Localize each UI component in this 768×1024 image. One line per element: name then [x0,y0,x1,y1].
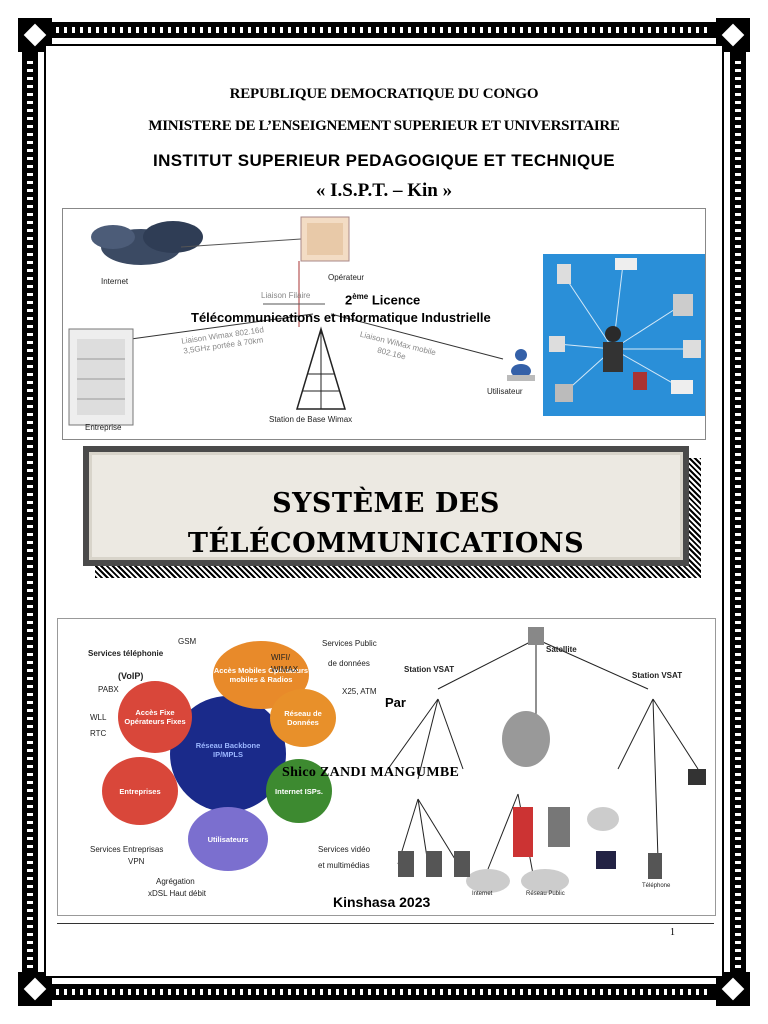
by-label: Par [385,695,406,710]
x25-atm-label: X25, ATM [342,687,377,696]
internet-cloud-icon [91,221,203,265]
data-services-label: de données [328,659,370,668]
phone-icons [398,851,662,879]
wired-link-label: Liaison Filaire [261,291,311,300]
user-icon [507,349,535,381]
border-pattern-bottom [56,989,712,995]
ministry-heading: MINISTERE DE L’ENSEIGNEMENT SUPERIEUR ET… [148,118,620,134]
course-title-box: SYSTÈME DES TÉLÉCOMMUNICATIONS [83,446,701,578]
enterprise-label: Entreprise [85,423,122,432]
data-network-node: Réseau de Données [270,689,336,747]
backbone-node-shape [170,696,286,812]
institute-acronym: « I.S.P.T. – Kin » [315,180,453,201]
institute-heading: INSTITUT SUPERIEUR PEDAGOGIQUE ET TECHNI… [152,151,616,170]
rtc-label: RTC [90,729,107,738]
vsat-station-left-label: Station VSAT [404,665,455,674]
base-station-label: Station de Base Wimax [269,415,353,424]
operator-building-icon [300,216,350,262]
internet-isp-node: Internet ISPs. [266,759,332,823]
computer-icon [596,851,616,869]
video-services-label: Services vidéo [318,845,371,854]
country-heading: REPUBLIQUE DEMOCRATIQUE DU CONGO [229,86,539,102]
public-network-label: Réseau Public [526,891,565,897]
multimedia-label: et multimédias [318,861,370,870]
border-pattern-right [735,56,741,968]
cloud-icon [466,807,619,893]
footer-divider [57,923,714,924]
program-heading: Télécommunications et Informatique Indus… [191,310,491,325]
wimax-label: WIMAX [271,665,299,674]
course-title: SYSTÈME DES TÉLÉCOMMUNICATIONS [89,484,683,564]
telecom-services-diagram: Accès Mobiles Opérateurs mobiles & Radio… [57,618,716,916]
enterprise-services-label: Services Entreprisas [90,845,164,854]
network-users-image [543,254,705,416]
vsat-network-lines [387,638,699,875]
gsm-label: GSM [178,637,197,646]
course-title-line1: SYSTÈME DES [272,488,500,519]
user-label: Utilisateur [487,387,523,396]
vsat-station-right-label: Station VSAT [632,671,683,680]
telecom-diagram-lines [170,627,706,893]
telephone-label: Téléphone [642,883,671,889]
border-pattern-top [56,27,712,33]
satellite-icon [528,627,544,645]
author-name: Shico ZANDI MANGUMBE [282,765,460,780]
course-title-line2: TÉLÉCOMMUNICATIONS [187,528,585,559]
telephony-services-label: Services téléphonie [88,649,164,658]
users-node: Utilisateurs [188,807,268,871]
city-year: Kinshasa 2023 [333,894,431,910]
public-services-label: Services Public [322,639,377,648]
internet-cloud-label: Internet [472,891,493,897]
aggregation-label: Agrégation [156,877,195,886]
fixed-access-node: Accès Fixe Opérateurs Fixes [118,681,192,753]
wimax-tower-icon [295,326,347,410]
enterprises-node: Entreprises [102,757,178,825]
backbone-node: Réseau Backbone IP/MPLS [195,741,261,759]
server-rack-icon [513,807,570,857]
level-heading: 2ème Licence [345,292,421,308]
network-hub-icon [549,258,701,402]
page-number: 1 [670,927,675,938]
satellite-dish-icon [502,711,550,767]
enterprise-building-icon [68,328,134,426]
wimax-network-diagram: Internet Opérateur Liaison Filaire Liais… [62,208,706,440]
monitor-icon [688,769,706,785]
voip-label: (VoIP) [118,671,144,681]
wimax-diagram-lines [68,216,535,426]
vpn-label: VPN [128,857,145,866]
pabx-label: PABX [98,685,119,694]
satellite-label: Satellite [546,645,577,654]
title-frame: SYSTÈME DES TÉLÉCOMMUNICATIONS [83,446,689,566]
internet-label: Internet [101,277,129,286]
border-pattern-left [27,56,33,968]
wll-label: WLL [90,713,107,722]
wifi-label: WIFI/ [271,653,291,662]
xdsl-label: xDSL Haut débit [148,889,206,898]
operator-label: Opérateur [328,273,365,282]
